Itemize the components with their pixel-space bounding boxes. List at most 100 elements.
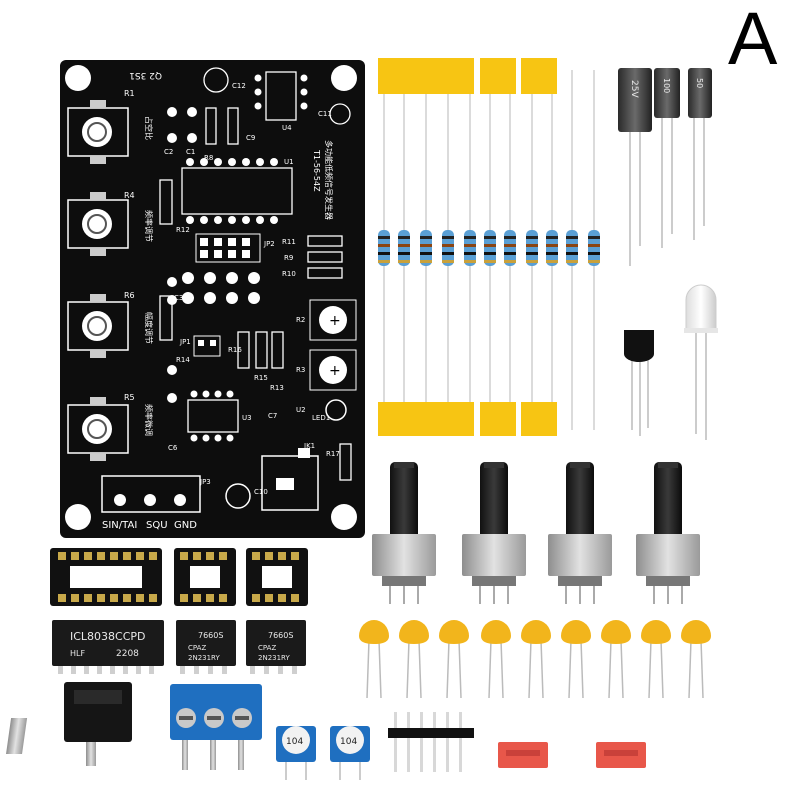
ceramic-capacitor [481, 620, 511, 699]
ref-u3: U3 [242, 414, 252, 422]
trimmer-footprint-r4: R4 频率调节 [67, 191, 154, 256]
output-label-squ: SQU [146, 520, 168, 531]
ic-socket-8pin [174, 548, 236, 606]
ceramic-capacitor [601, 620, 631, 699]
cap-footprint-c10 [225, 483, 251, 509]
ref-r2: R2 [296, 316, 305, 324]
ic-code: CPAZ [258, 644, 276, 652]
ic-brand: HLF [70, 649, 85, 658]
trimmer-cn-label: 占空比 [144, 116, 154, 140]
ic-part-number: 7660S [198, 631, 223, 640]
led-footprint [325, 399, 347, 421]
trimmer-footprint-r1: R1 占空比 [67, 89, 154, 164]
ref-u2: U2 [296, 406, 306, 414]
ref-jk1: JK1 [303, 442, 315, 450]
ref-c1: C1 [186, 148, 195, 156]
output-label-gnd: GND [174, 520, 197, 531]
trimmer-cn-label: 频率微调 [144, 404, 154, 436]
trimmer-cn-label: 频率调节 [144, 210, 154, 242]
ref-r9: R9 [284, 254, 293, 262]
ceramic-capacitor [359, 620, 389, 699]
trimmer-footprint-r6: R6 幅度调节 [67, 291, 154, 358]
jumper-footprint-jp1 [193, 335, 221, 357]
mounting-hole [65, 65, 91, 91]
cap-value-label: 50 [695, 78, 704, 88]
resistor [566, 230, 578, 266]
electrolytic-capacitors: 25V 100 50 [618, 68, 712, 266]
pcb-model: T1-56-54Z [312, 149, 321, 192]
ic-icl8038: ICL8038CCPD HLF 2208 [52, 620, 164, 666]
resistor-strip [378, 58, 600, 436]
ref-r15: R15 [254, 374, 268, 382]
trimpot-code: 104 [286, 737, 303, 747]
ref-u4: U4 [282, 124, 292, 132]
trimpot: 104 [276, 726, 316, 780]
output-label-sin: SIN/TAI [102, 520, 137, 531]
ic-7660s: 7660S CPAZ 2N231RY [176, 620, 236, 666]
potentiometer [462, 462, 526, 604]
mounting-hole [331, 504, 357, 530]
jumper-cap [498, 742, 548, 768]
ref-u1: U1 [284, 158, 294, 166]
trimmer-footprint-r5: R5 频率微调 [67, 393, 154, 461]
trimpot: 104 [330, 726, 370, 780]
resistor [378, 230, 390, 266]
ref-r8: R8 [204, 154, 213, 162]
trimmer-ref: R4 [124, 191, 135, 200]
ref-r17: R17 [326, 450, 340, 458]
trimmer-ref: R1 [124, 89, 135, 98]
pcb-logo [203, 67, 229, 93]
resistor [442, 230, 454, 266]
resistor [484, 230, 496, 266]
ceramic-capacitor [399, 620, 429, 699]
ceramic-capacitor [439, 620, 469, 699]
ref-c10: C10 [254, 488, 268, 496]
ref-c6: C6 [168, 444, 178, 452]
ref-jp3: JP3 [199, 478, 211, 486]
ref-c12: C12 [232, 82, 246, 90]
ref-r12: R12 [176, 226, 190, 234]
trimpot-footprint-r2: + [309, 299, 357, 341]
pcb-title: 多功能低频信号发生器 [324, 140, 334, 220]
ref-r11: R11 [282, 238, 296, 246]
ceramic-capacitor [641, 620, 671, 699]
ic-socket-8pin [246, 548, 308, 606]
trimmer-ref: R6 [124, 291, 135, 300]
electrolytic-cap-medium [654, 68, 680, 118]
cap-voltage-label: 25V [629, 80, 639, 98]
resistor [504, 230, 516, 266]
dc-jack [6, 682, 132, 766]
resistor [398, 230, 410, 266]
tape-bottom [480, 402, 516, 436]
tape-top [521, 58, 557, 94]
ref-c9: C9 [246, 134, 255, 142]
ref-c7: C7 [268, 412, 277, 420]
photo-corner-letter: A [728, 0, 778, 80]
tape-bottom [521, 402, 557, 436]
dc-jack-footprint [261, 448, 319, 511]
ref-c11: C11 [318, 110, 332, 118]
ic-part-number: ICL8038CCPD [70, 630, 146, 643]
tape-bottom [378, 402, 474, 436]
ic-footprint-u3: U3 [187, 390, 252, 442]
ic-part-number: 7660S [268, 631, 293, 640]
potentiometer [548, 462, 612, 604]
resistor [546, 230, 558, 266]
terminal-footprint-jp3 [101, 475, 201, 513]
ic-footprint-u1: U1 [181, 158, 294, 224]
ref-r10: R10 [282, 270, 296, 278]
ceramic-capacitor [681, 620, 711, 699]
ic-7660s: 7660S CPAZ 2N231RY [246, 620, 306, 666]
ref-r3: R3 [296, 366, 305, 374]
resistor [420, 230, 432, 266]
electrolytic-cap-small [688, 68, 712, 118]
potentiometer [372, 462, 436, 604]
trimmer-cn-label: 幅度调节 [144, 312, 154, 344]
svg-text:+: + [329, 363, 341, 379]
ref-c2: C2 [164, 148, 173, 156]
resistor [588, 230, 600, 266]
pin-header [388, 712, 474, 772]
ref-led1: LED1 [312, 414, 330, 422]
cap-value-label: 100 [662, 78, 671, 93]
